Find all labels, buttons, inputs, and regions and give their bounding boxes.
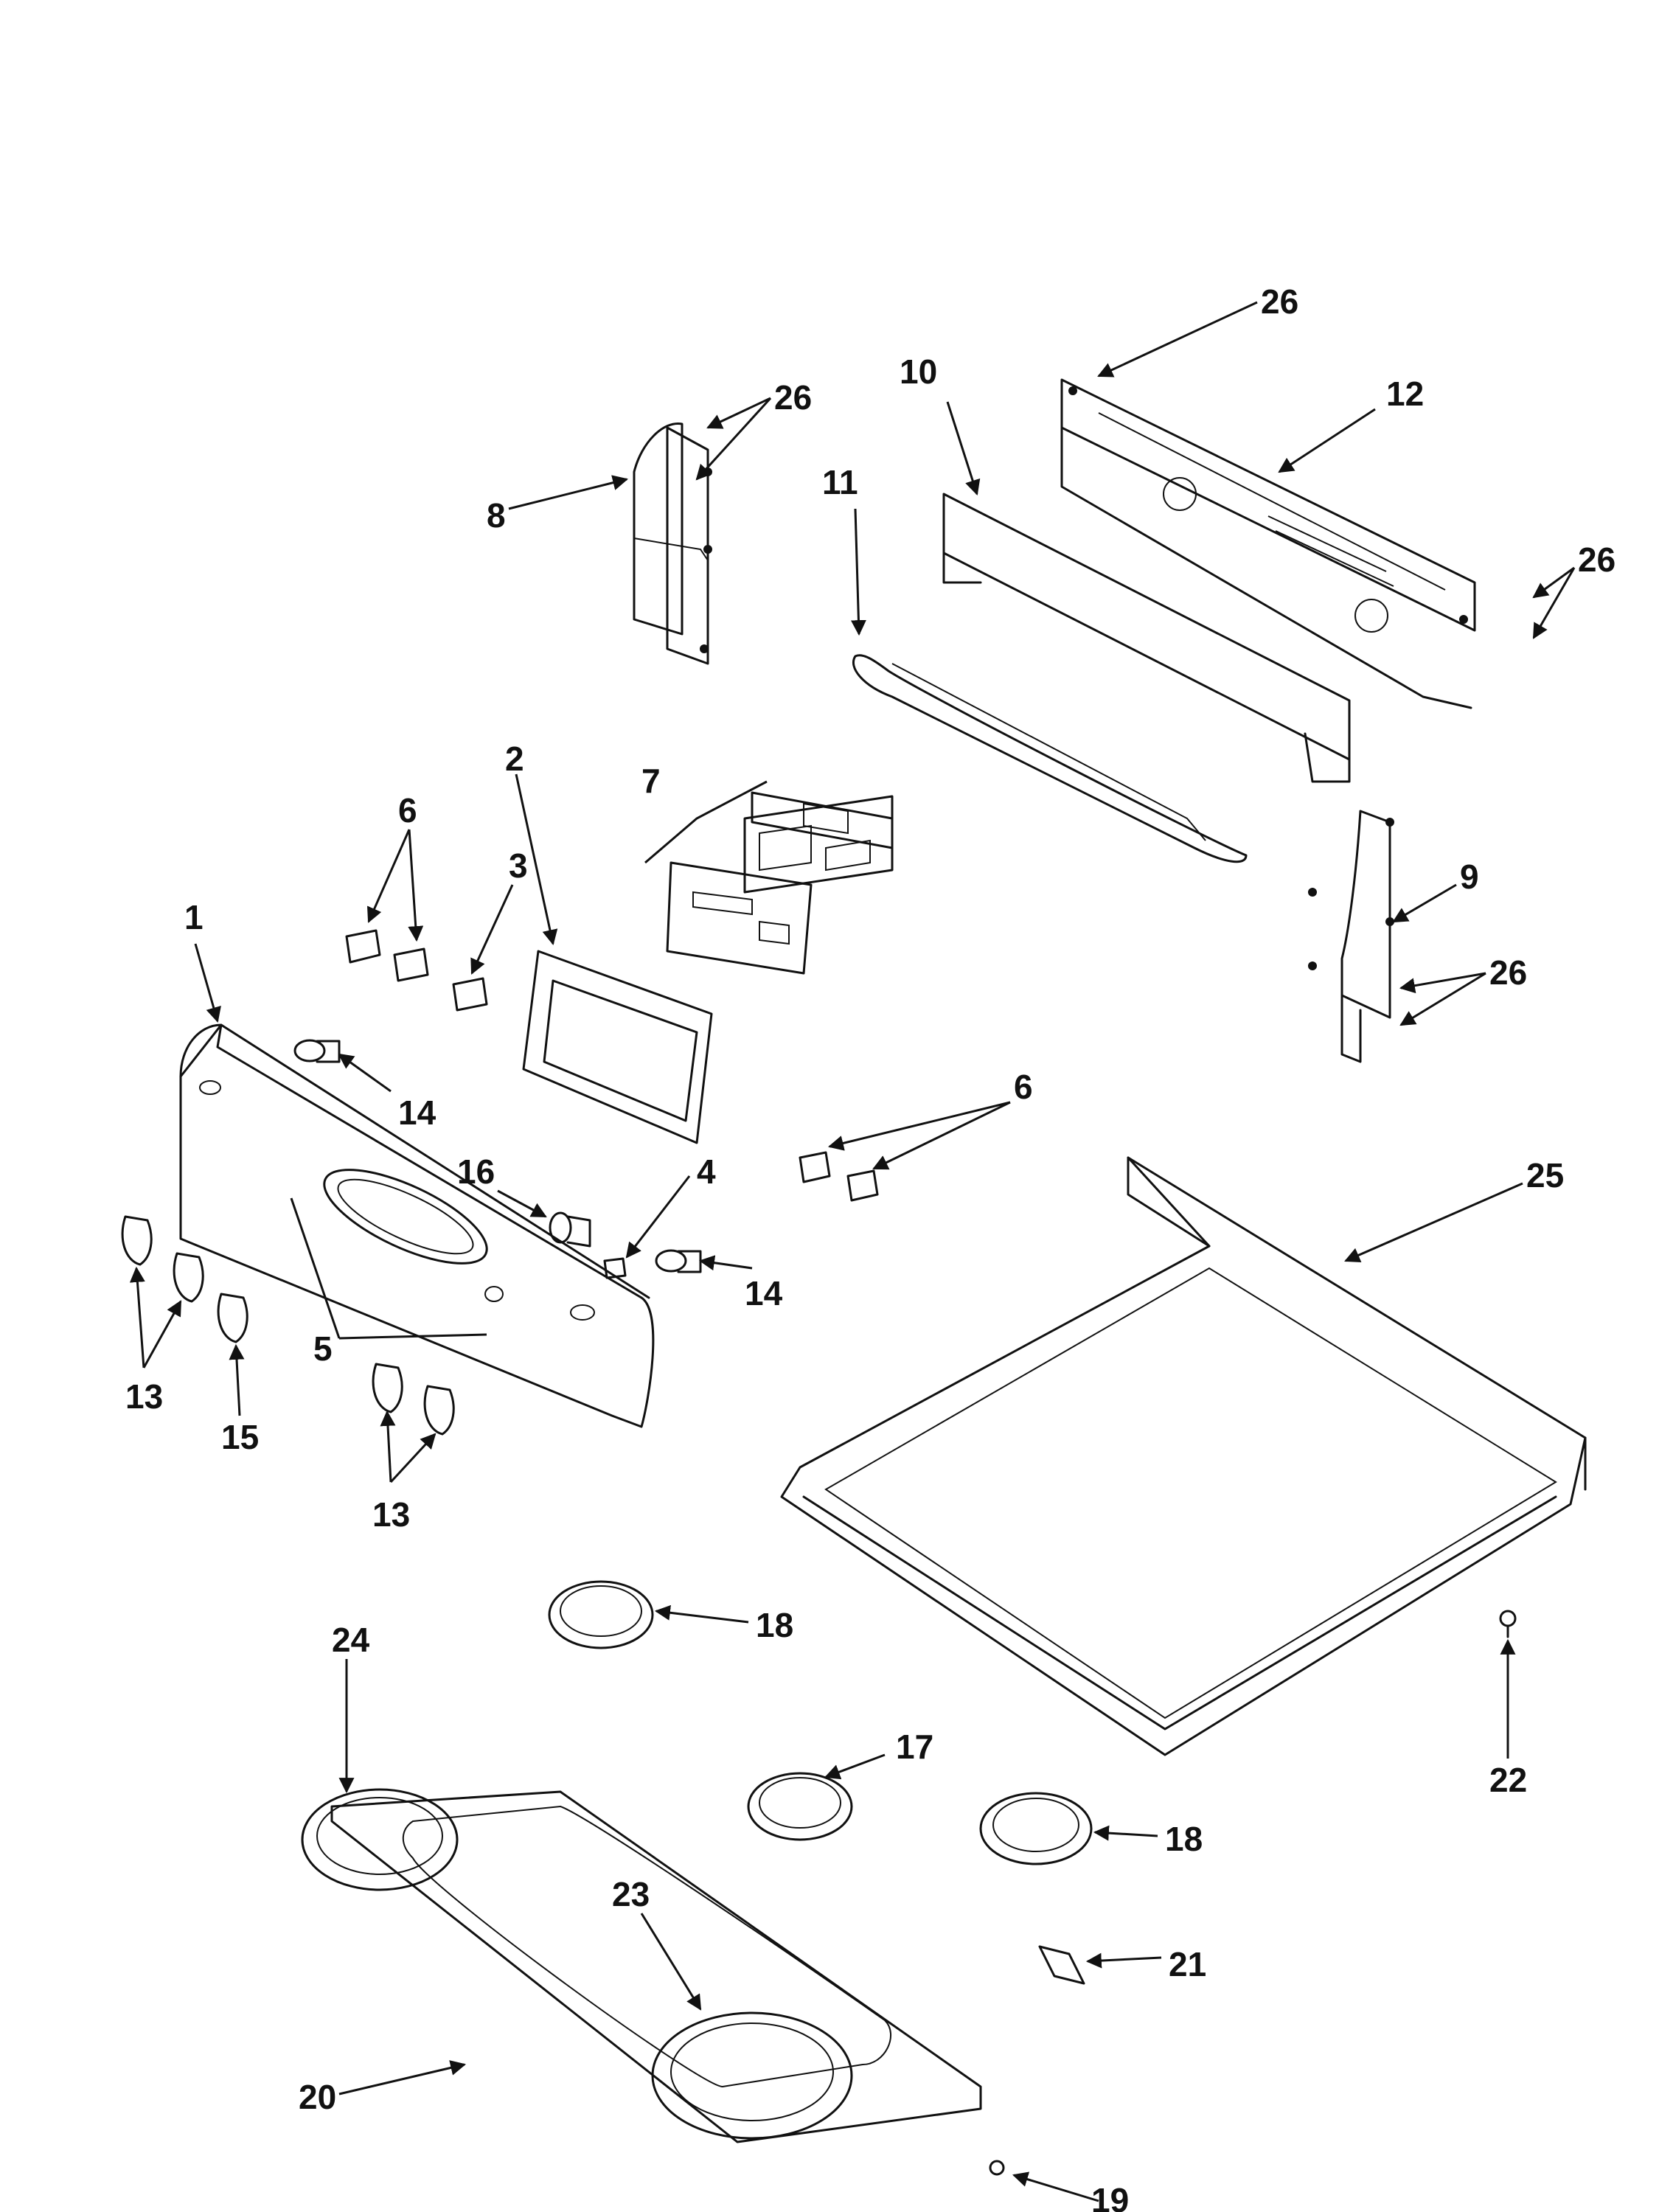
leader-lines (129, 301, 1576, 2202)
callout-11: 11 (822, 463, 858, 501)
callout-18-right: 18 (1165, 1820, 1203, 1858)
callout-3: 3 (509, 846, 528, 885)
callout-26-top: 26 (1261, 282, 1298, 321)
part-10-panel (942, 493, 1351, 783)
callout-13-left: 13 (125, 1377, 163, 1416)
callout-16: 16 (457, 1152, 495, 1191)
callout-14-bottom: 14 (745, 1274, 783, 1312)
callout-21: 21 (1169, 1945, 1206, 1983)
part-12-rear-bracket (1060, 378, 1476, 709)
callout-19: 19 (1091, 2181, 1129, 2212)
callout-6-top: 6 (398, 791, 417, 830)
callout-24: 24 (332, 1621, 370, 1659)
part-1-control-panel (179, 1023, 655, 1428)
callout-4: 4 (697, 1152, 716, 1191)
part-2-window (522, 950, 713, 1144)
callout-2: 2 (505, 740, 524, 778)
callout-7: 7 (641, 762, 661, 800)
part-switches (345, 929, 879, 1202)
callout-23: 23 (612, 1875, 650, 1913)
callout-5: 5 (313, 1329, 333, 1368)
callout-13-bottom: 13 (372, 1495, 410, 1534)
part-burner-elements (301, 1580, 1093, 2140)
part-11-trim (852, 654, 1248, 863)
callout-22: 22 (1489, 1761, 1527, 1799)
callout-20: 20 (299, 2078, 336, 2116)
part-8-left-bracket (633, 422, 712, 665)
callout-labels: 1 2 3 4 5 6 6 7 8 9 10 11 12 13 13 14 14… (125, 282, 1615, 2212)
callout-26-left: 26 (774, 378, 812, 417)
part-7-electronic-control (666, 791, 894, 975)
callout-17: 17 (896, 1728, 933, 1766)
part-20-glass (330, 1790, 982, 2143)
callout-12: 12 (1386, 375, 1424, 413)
part-9-right-bracket (1308, 810, 1394, 1063)
callout-1: 1 (184, 898, 204, 936)
callout-14-top: 14 (398, 1093, 437, 1132)
callout-10: 10 (900, 352, 937, 391)
part-hardware (989, 1610, 1517, 2176)
part-25-cooktop (780, 1156, 1587, 1756)
callout-26-lower: 26 (1489, 953, 1527, 992)
part-knobs (121, 1215, 455, 1436)
callout-26-right: 26 (1578, 540, 1615, 579)
callout-9: 9 (1460, 858, 1479, 896)
callout-18-top: 18 (756, 1606, 793, 1644)
callout-25: 25 (1526, 1156, 1564, 1194)
callout-6-right: 6 (1014, 1068, 1033, 1106)
callout-8: 8 (487, 496, 506, 535)
callout-15: 15 (221, 1418, 259, 1456)
